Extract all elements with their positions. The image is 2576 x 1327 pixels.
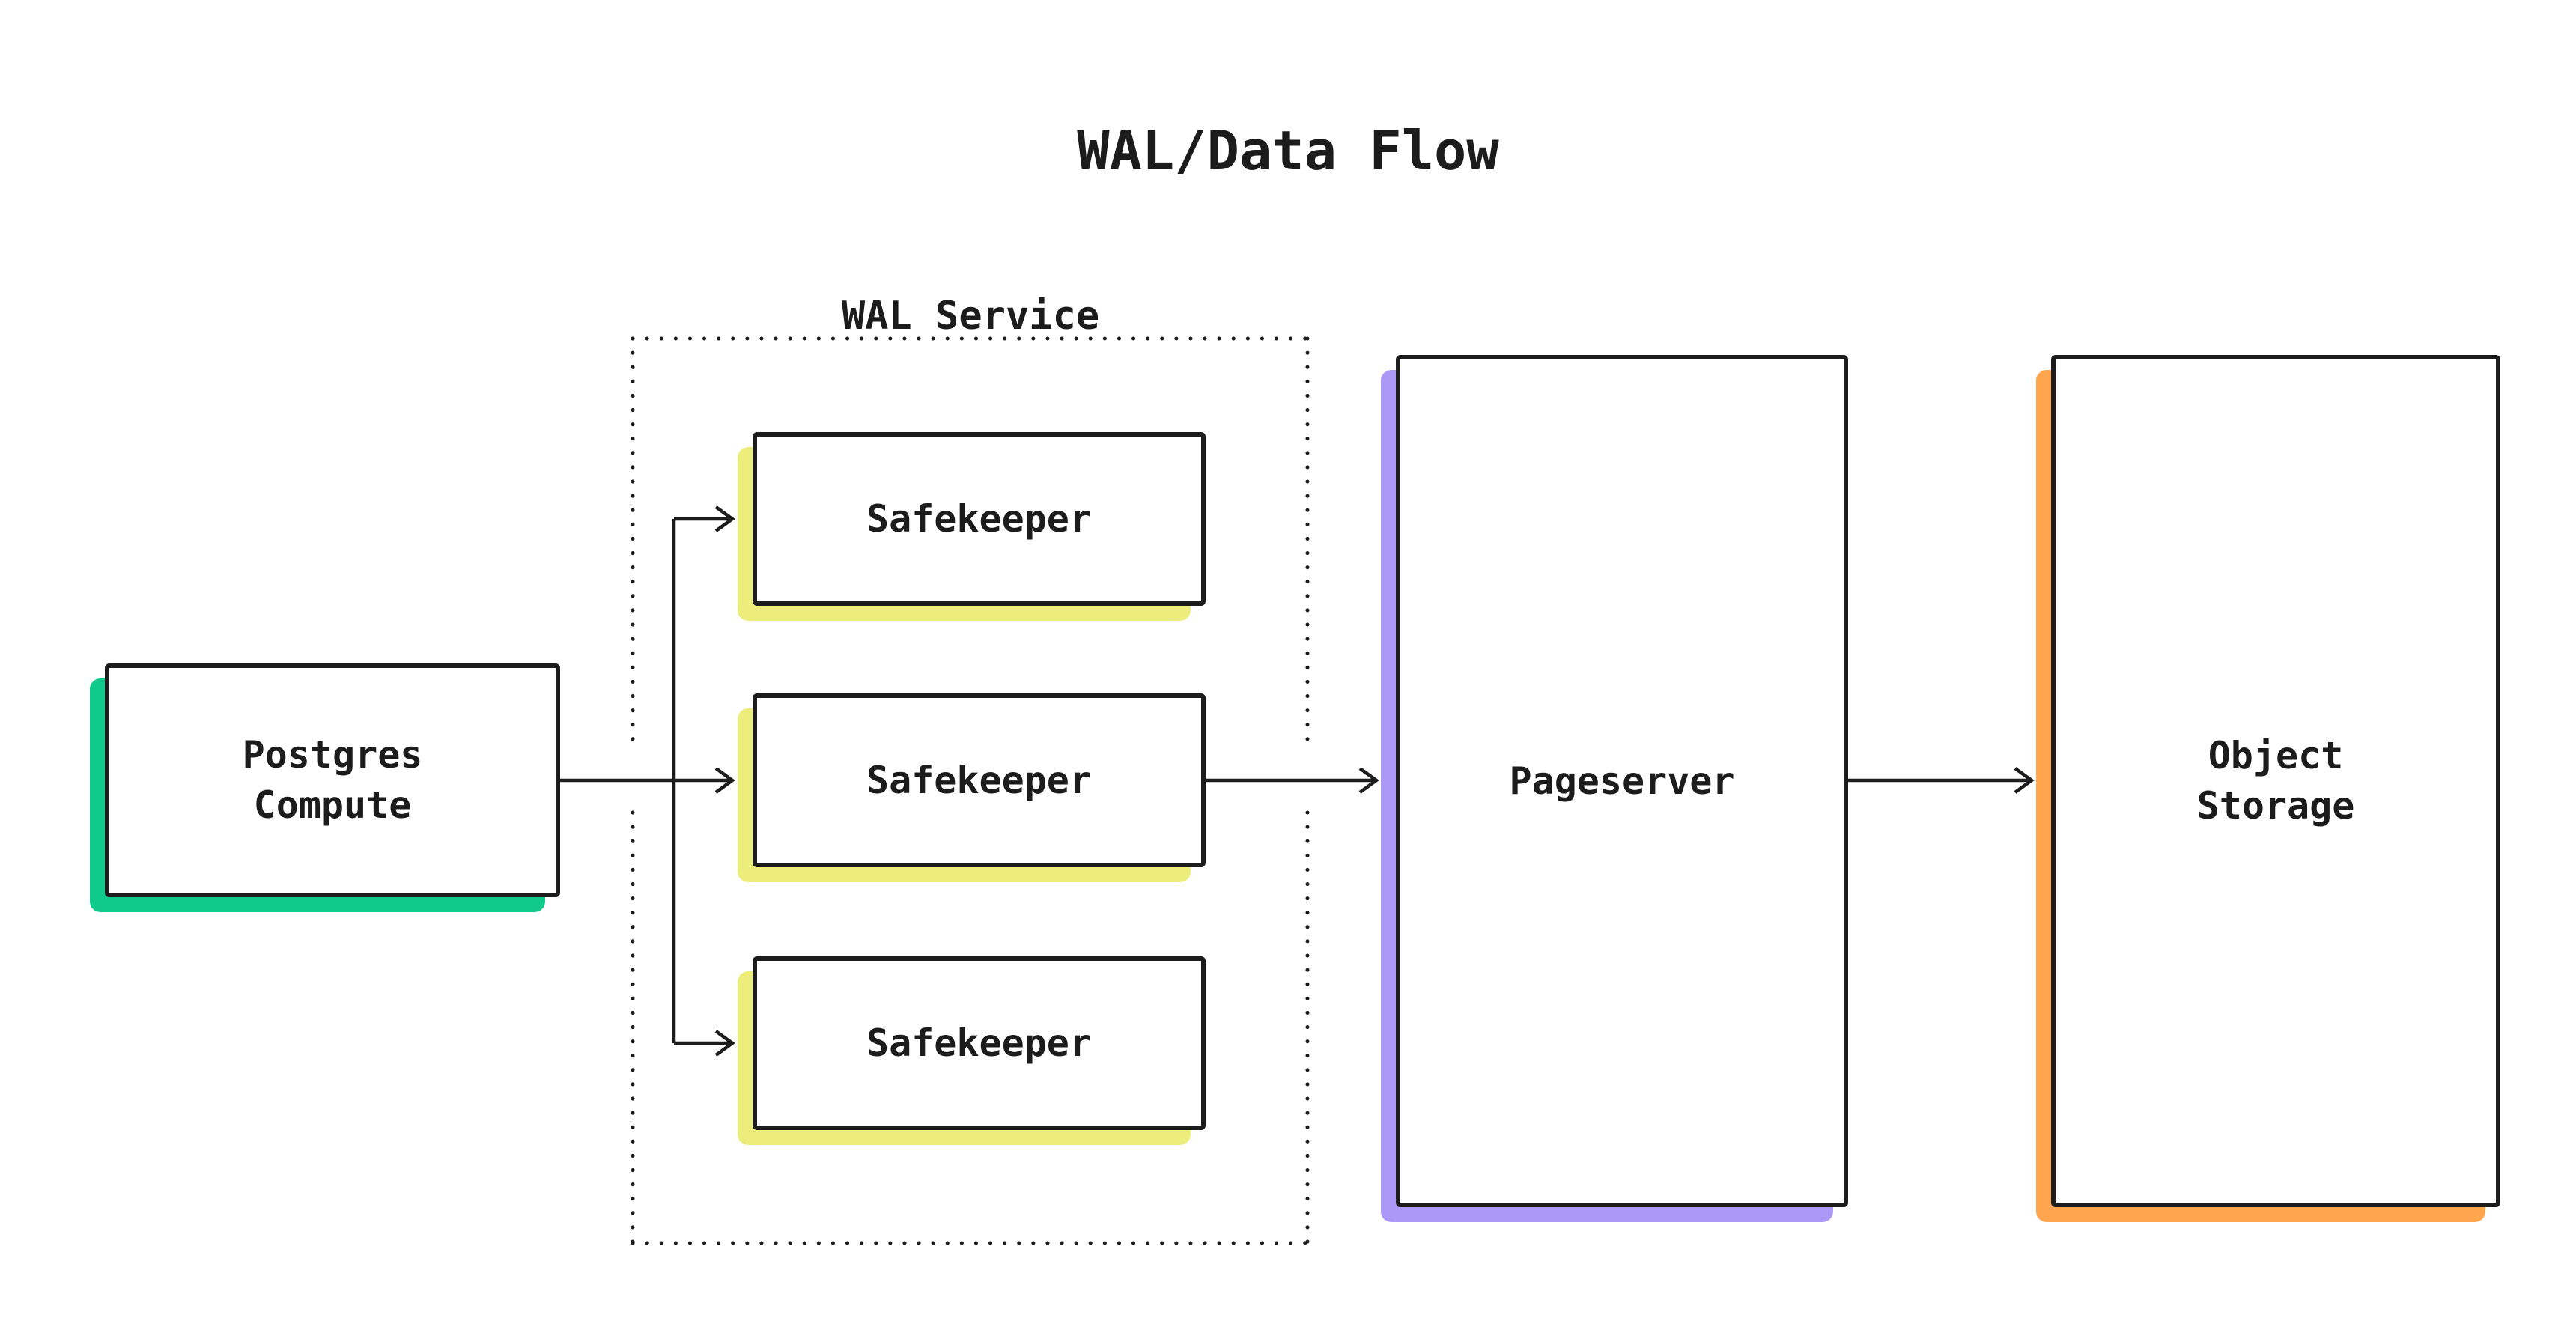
object-storage-node: Object Storage	[2036, 355, 2500, 1222]
safekeeper-3-node: Safekeeper	[738, 956, 1206, 1145]
object-storage-box: Object Storage	[2051, 355, 2500, 1207]
safekeeper-3-box: Safekeeper	[753, 956, 1206, 1130]
safekeeper-2-box: Safekeeper	[753, 693, 1206, 867]
postgres-compute-box: Postgres Compute	[105, 664, 560, 897]
safekeeper-2-node: Safekeeper	[738, 693, 1206, 882]
pageserver-box: Pageserver	[1396, 355, 1848, 1207]
pageserver-node: Pageserver	[1381, 355, 1848, 1222]
diagram-title: WAL/Data Flow	[1077, 119, 1499, 182]
safekeeper-1-node: Safekeeper	[738, 432, 1206, 621]
postgres-compute-node: Postgres Compute	[90, 664, 560, 912]
safekeeper-1-box: Safekeeper	[753, 432, 1206, 606]
wal-service-group-label: WAL Service	[841, 294, 1100, 338]
